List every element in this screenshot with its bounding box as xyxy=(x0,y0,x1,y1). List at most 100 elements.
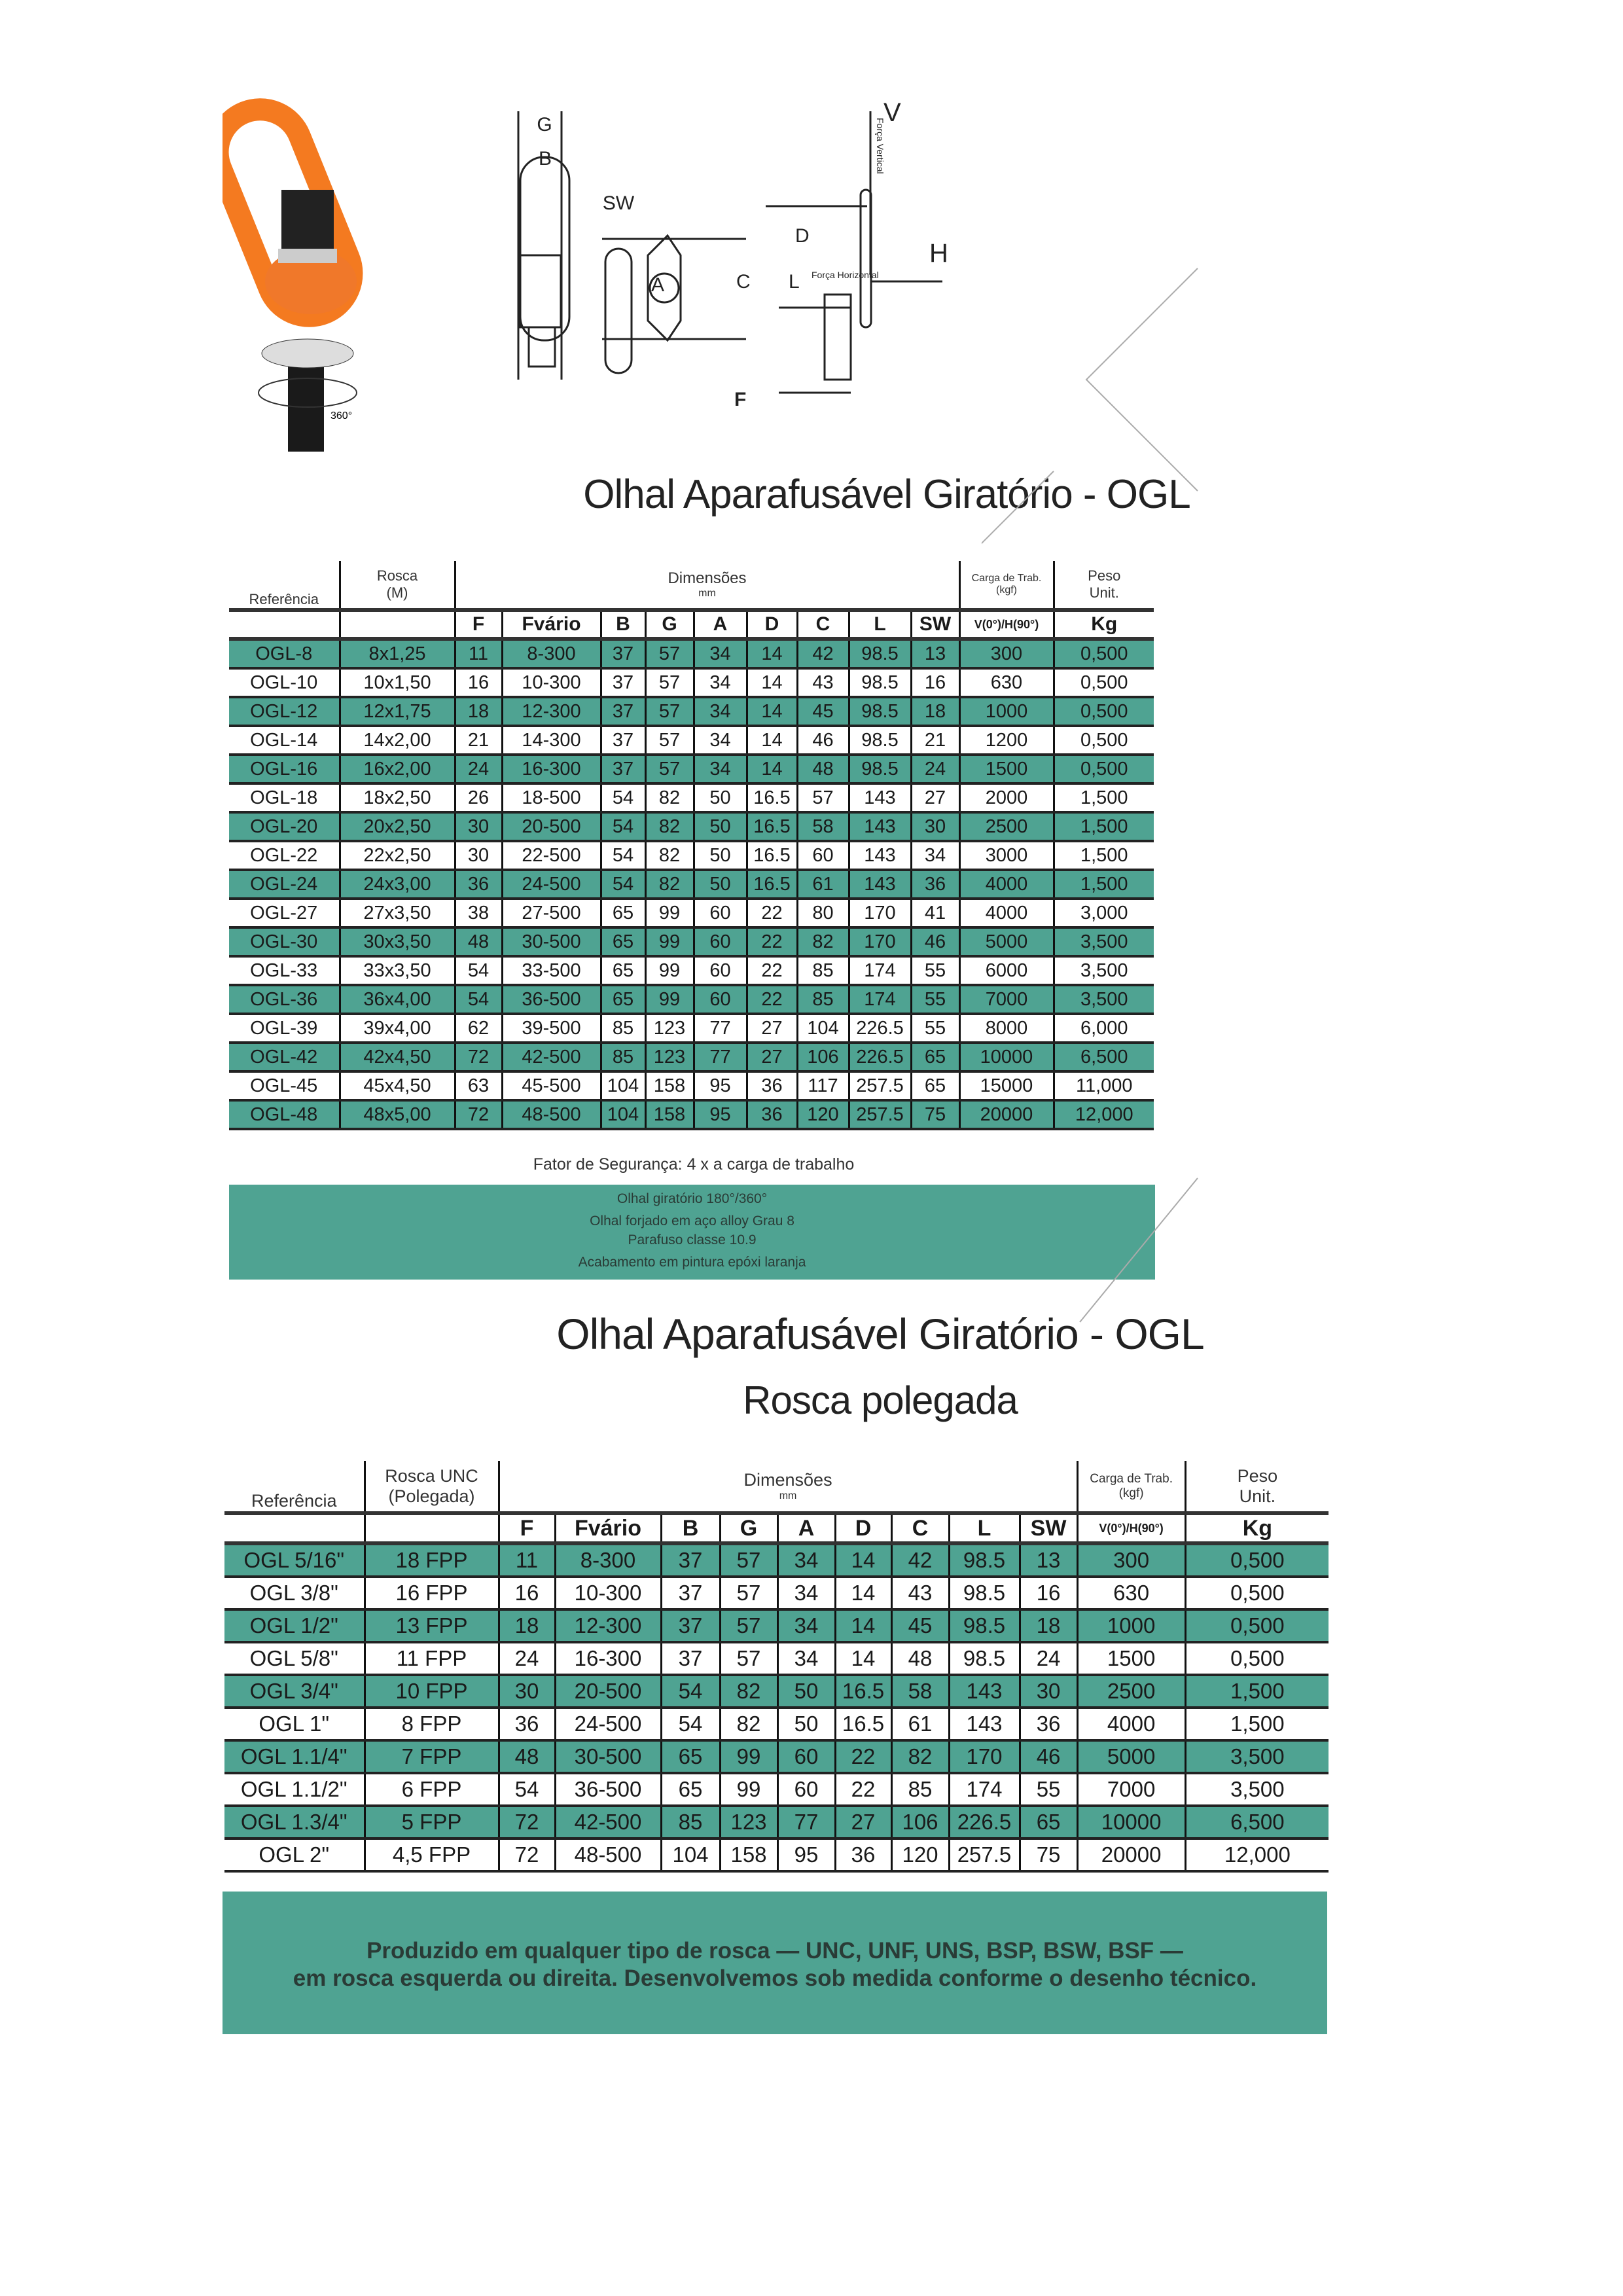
dim-a-label: A xyxy=(651,274,664,296)
table-cell: 42-500 xyxy=(501,1043,601,1073)
table-cell: 34 xyxy=(692,726,747,756)
table-cell: 98.5 xyxy=(847,755,911,785)
table-cell: 6,500 xyxy=(1052,1043,1154,1073)
table-cell: 143 xyxy=(847,870,911,900)
table-cell: 0,500 xyxy=(1052,697,1154,727)
table-cell: 30-500 xyxy=(501,927,601,958)
table-cell: 43 xyxy=(796,668,849,698)
table-cell: 37 xyxy=(599,755,645,785)
table-cell: 30 xyxy=(454,841,502,871)
table-cell: 2500 xyxy=(1076,1675,1186,1709)
table-cell: 26 xyxy=(454,783,502,814)
col-peso-unit: Unit. xyxy=(1089,584,1119,601)
table-cell: 8000 xyxy=(958,1014,1054,1044)
table-cell: 36-500 xyxy=(554,1773,661,1807)
table-cell: 57 xyxy=(644,697,694,727)
table-cell: 50 xyxy=(692,783,747,814)
table-cell: 11 FPP xyxy=(363,1642,499,1676)
table-cell: 8-300 xyxy=(501,639,601,670)
table-cell: 27 xyxy=(910,783,959,814)
cell-referencia: OGL-22 xyxy=(229,841,340,871)
table-cell: 37 xyxy=(660,1543,720,1578)
table-cell: 14 xyxy=(745,755,797,785)
col-peso: Peso xyxy=(1088,567,1121,584)
table-cell: 99 xyxy=(644,956,694,986)
table-cell: 16.5 xyxy=(745,812,797,842)
table-cell: 37 xyxy=(599,639,645,670)
table-cell: 36 xyxy=(745,1100,797,1130)
table-cell: 98.5 xyxy=(948,1642,1020,1676)
table-cell: 1,500 xyxy=(1184,1675,1329,1709)
custom-thread-footer: Produzido em qualquer tipo de rosca — UN… xyxy=(223,1892,1327,2034)
force-v-label: V xyxy=(883,98,901,127)
table-cell: 85 xyxy=(599,1014,645,1044)
table-cell: 21 xyxy=(454,726,502,756)
table-cell: 65 xyxy=(599,927,645,958)
table-cell: 30 xyxy=(910,812,959,842)
table-cell: 18 FPP xyxy=(363,1543,499,1578)
table-cell: 75 xyxy=(910,1100,959,1130)
table-cell: 37 xyxy=(660,1577,720,1611)
table-cell: 1000 xyxy=(958,697,1054,727)
table-cell: 22-500 xyxy=(501,841,601,871)
table-cell: 22 xyxy=(745,927,797,958)
table-cell: 1200 xyxy=(958,726,1054,756)
cell-referencia: OGL-10 xyxy=(229,668,340,698)
table-cell: 13 xyxy=(910,639,959,670)
table-cell: 77 xyxy=(692,1043,747,1073)
table-cell: 18x2,50 xyxy=(338,783,455,814)
table-cell: 170 xyxy=(948,1740,1020,1774)
table-cell: 60 xyxy=(796,841,849,871)
table-cell: 158 xyxy=(644,1100,694,1130)
table-cell: 16 xyxy=(497,1577,555,1611)
watermark-lines xyxy=(982,268,1198,1323)
table-cell: 85 xyxy=(796,956,849,986)
table-cell: 27 xyxy=(745,1014,797,1044)
table-cell: 37 xyxy=(599,697,645,727)
col-a: A xyxy=(776,1511,835,1545)
table-cell: 57 xyxy=(719,1543,777,1578)
table-cell: 14 xyxy=(834,1642,891,1676)
table-cell: 36-500 xyxy=(501,985,601,1015)
cell-referencia: OGL-30 xyxy=(229,927,340,958)
table-cell: 99 xyxy=(644,985,694,1015)
table-cell: 61 xyxy=(796,870,849,900)
table-cell: 158 xyxy=(644,1071,694,1102)
table-cell: 22 xyxy=(745,956,797,986)
table-cell: 95 xyxy=(692,1100,747,1130)
col-g: G xyxy=(644,608,694,641)
rotation-label: 360° xyxy=(330,410,352,422)
table-cell: 14 xyxy=(745,668,797,698)
table-cell: 5000 xyxy=(958,927,1054,958)
table-cell: 104 xyxy=(599,1071,645,1102)
table-cell: 57 xyxy=(644,755,694,785)
col-carga-unit: (kgf) xyxy=(1118,1486,1144,1500)
table-cell: 22x2,50 xyxy=(338,841,455,871)
table-cell: 10-300 xyxy=(501,668,601,698)
table-cell: 3,500 xyxy=(1184,1740,1329,1774)
table-cell: 1,500 xyxy=(1052,812,1154,842)
table-cell: 6,500 xyxy=(1184,1806,1329,1840)
table-cell: 123 xyxy=(644,1043,694,1073)
table-cell: 60 xyxy=(692,956,747,986)
table-cell: 57 xyxy=(644,639,694,670)
cell-referencia: OGL 1.1/4" xyxy=(224,1740,365,1774)
cell-referencia: OGL 1/2" xyxy=(224,1609,365,1643)
table-cell: 143 xyxy=(847,783,911,814)
table-cell: 43 xyxy=(890,1577,949,1611)
table-cell: 99 xyxy=(644,927,694,958)
table-cell: 42-500 xyxy=(554,1806,661,1840)
table-cell: 18-500 xyxy=(501,783,601,814)
table-cell: 120 xyxy=(796,1100,849,1130)
table-cell: 36x4,00 xyxy=(338,985,455,1015)
col-fvário: Fvário xyxy=(554,1511,661,1545)
table-cell: 72 xyxy=(497,1839,555,1873)
table-cell: 143 xyxy=(847,841,911,871)
col-l: L xyxy=(948,1511,1020,1545)
